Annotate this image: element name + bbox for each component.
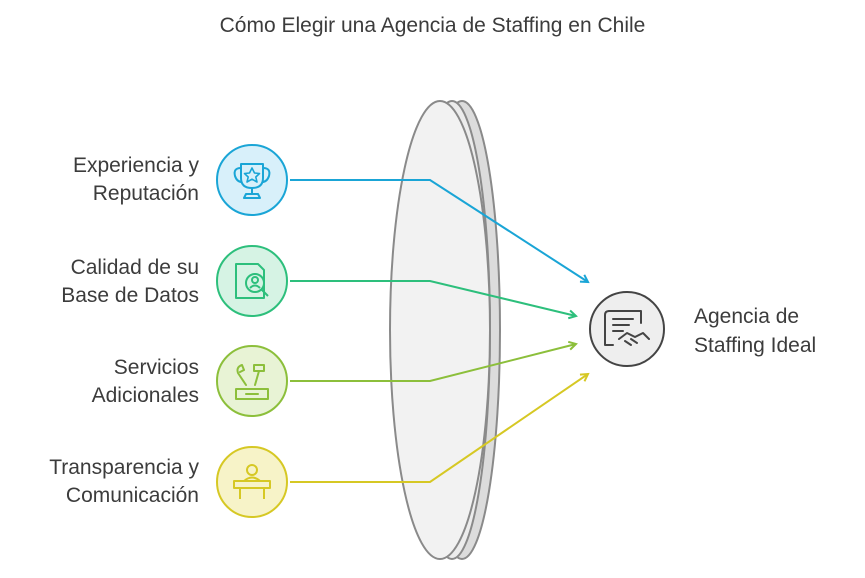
input-node-transparencia	[216, 446, 288, 518]
input-label-experiencia: Experiencia y Reputación	[0, 152, 199, 208]
input-label-line: Comunicación	[65, 484, 199, 507]
connector-line-transparencia	[290, 374, 588, 483]
connector-line-experiencia	[290, 179, 588, 282]
trophy-icon	[233, 163, 271, 199]
lens-shape	[389, 100, 501, 560]
input-label-line: Servicios	[113, 356, 199, 379]
output-node	[589, 291, 665, 367]
output-label-line: Staffing Ideal	[694, 334, 817, 357]
candidate-search-icon	[235, 263, 269, 299]
input-label-line: Calidad de su	[70, 256, 199, 279]
connector-line-servicios	[290, 344, 576, 382]
input-label-line: Adicionales	[91, 384, 199, 407]
input-node-experiencia	[216, 144, 288, 216]
speaker-podium-icon	[233, 464, 271, 499]
output-label: Agencia de Staffing Ideal	[694, 302, 864, 360]
input-node-calidad	[216, 245, 288, 317]
input-label-line: Experiencia y	[72, 154, 199, 177]
connectors	[290, 179, 588, 483]
output-label-line: Agencia de	[694, 305, 800, 328]
tools-icon	[235, 364, 269, 400]
input-label-servicios: Servicios Adicionales	[0, 354, 199, 410]
input-label-line: Reputación	[92, 182, 199, 205]
connector-line-calidad	[290, 280, 576, 316]
contract-handshake-icon	[604, 310, 650, 346]
input-label-transparencia: Transparencia y Comunicación	[0, 454, 199, 510]
diagram-title: Cómo Elegir una Agencia de Staffing en C…	[219, 14, 646, 37]
input-label-calidad: Calidad de su Base de Datos	[0, 254, 199, 310]
input-node-servicios	[216, 345, 288, 417]
input-label-line: Transparencia y	[49, 456, 199, 479]
input-label-line: Base de Datos	[61, 284, 199, 307]
